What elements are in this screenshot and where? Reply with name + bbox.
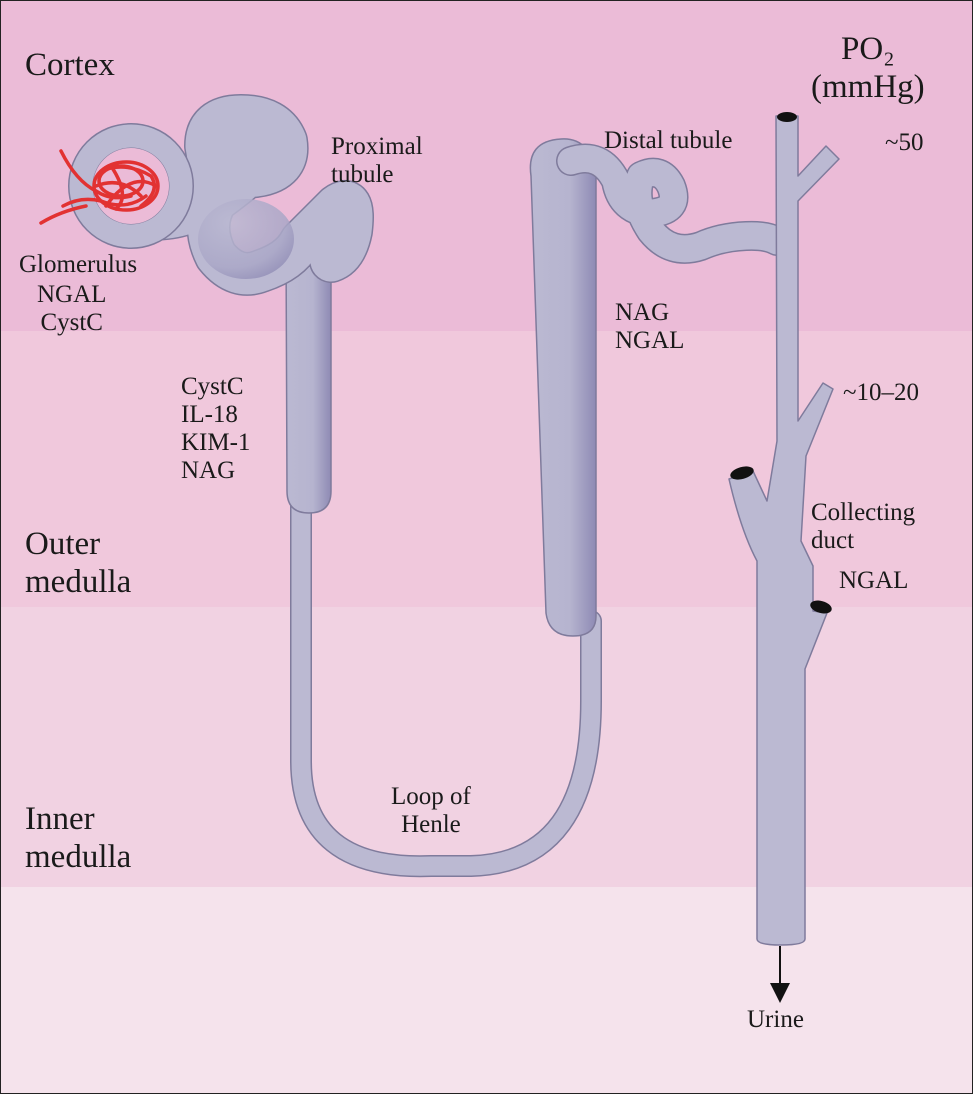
duct-opening-top: [777, 112, 797, 122]
distal-tubule-label: Distal tubule: [604, 127, 732, 155]
proximal-tubule-biomarkers: CystC IL-18 KIM-1 NAG: [181, 373, 250, 485]
collecting-duct-biomarkers: NGAL: [839, 567, 908, 595]
thick-ascending-limb: [530, 139, 596, 636]
zone-label-cortex: Cortex: [25, 47, 115, 85]
glomerulus-biomarkers: NGAL CystC: [37, 281, 106, 337]
loop-of-henle-label: Loop of Henle: [391, 783, 471, 839]
proximal-bulb: [198, 199, 294, 279]
po2-header: PO₂ (mmHg): [811, 31, 925, 107]
zone-label-inner-medulla: Inner medulla: [25, 801, 131, 877]
glomerulus-label: Glomerulus: [19, 251, 137, 279]
distal-tubule-biomarkers: NAG NGAL: [615, 299, 684, 355]
proximal-tubule-label: Proximal tubule: [331, 133, 423, 189]
po2-medulla-value: ~10–20: [843, 379, 919, 407]
collecting-duct-label: Collecting duct: [811, 499, 915, 555]
po2-cortex-value: ~50: [885, 129, 924, 157]
urine-label: Urine: [747, 1006, 804, 1034]
zone-label-outer-medulla: Outer medulla: [25, 526, 131, 602]
